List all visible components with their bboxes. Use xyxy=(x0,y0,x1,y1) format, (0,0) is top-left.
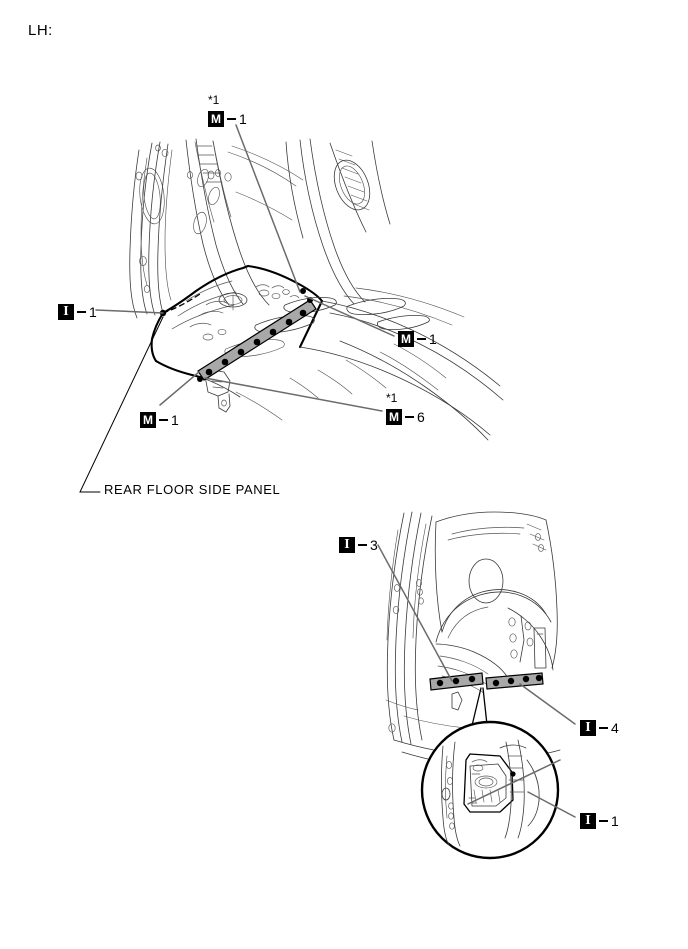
part-label-rear-floor-side-panel: REAR FLOOR SIDE PANEL xyxy=(104,482,281,497)
callout-upper-m-1-bottom[interactable]: M 1 xyxy=(140,411,179,429)
upper-leader-lines xyxy=(79,124,395,493)
spot-weld-mark-icon: M xyxy=(398,331,414,347)
i-beam-weld-icon: I xyxy=(580,720,596,736)
lower-leader-lines xyxy=(377,544,576,818)
callout-quantity: 1 xyxy=(239,111,247,127)
detail-callout-pointer xyxy=(469,687,489,735)
callout-quantity: 4 xyxy=(611,720,619,736)
callout-quantity: 6 xyxy=(417,409,425,425)
callout-dash xyxy=(358,544,367,546)
callout-dash xyxy=(599,820,608,822)
lower-body-structure xyxy=(385,511,561,769)
callout-quantity: 1 xyxy=(429,331,437,347)
i-beam-weld-icon: I xyxy=(580,813,596,829)
callout-upper-i-1-left[interactable]: I 1 xyxy=(58,303,97,321)
spot-weld-mark-icon: M xyxy=(140,412,156,428)
callout-dash xyxy=(599,727,608,729)
callout-dash xyxy=(417,338,426,340)
callout-upper-m-6[interactable]: M 6 xyxy=(386,408,425,426)
callout-upper-m-1-right[interactable]: M 1 xyxy=(398,330,437,348)
callout-upper-m-1-top[interactable]: M 1 xyxy=(208,110,247,128)
callout-quantity: 3 xyxy=(370,537,378,553)
lower-weld-seams xyxy=(429,672,544,691)
spot-weld-mark-icon: M xyxy=(208,111,224,127)
callout-dash xyxy=(159,419,168,421)
upper-body-structure xyxy=(129,138,504,441)
callout-dash xyxy=(77,311,86,313)
callout-quantity: 1 xyxy=(171,412,179,428)
callout-quantity: 1 xyxy=(611,813,619,829)
callout-quantity: 1 xyxy=(89,304,97,320)
callout-lower-i-1[interactable]: I 1 xyxy=(580,812,619,830)
callout-lower-i-3[interactable]: I 3 xyxy=(339,536,378,554)
note-star-upper-m1-top: *1 xyxy=(208,93,220,107)
upper-weld-seam xyxy=(159,288,317,382)
callout-lower-i-4[interactable]: I 4 xyxy=(580,719,619,737)
detail-circle-inset xyxy=(420,720,560,860)
callout-dash xyxy=(227,118,236,120)
spot-weld-mark-icon: M xyxy=(386,409,402,425)
note-star-upper-m6: *1 xyxy=(386,391,398,405)
i-beam-weld-icon: I xyxy=(339,537,355,553)
i-beam-weld-icon: I xyxy=(58,304,74,320)
callout-dash xyxy=(405,416,414,418)
side-label-lh: LH: xyxy=(28,22,53,39)
